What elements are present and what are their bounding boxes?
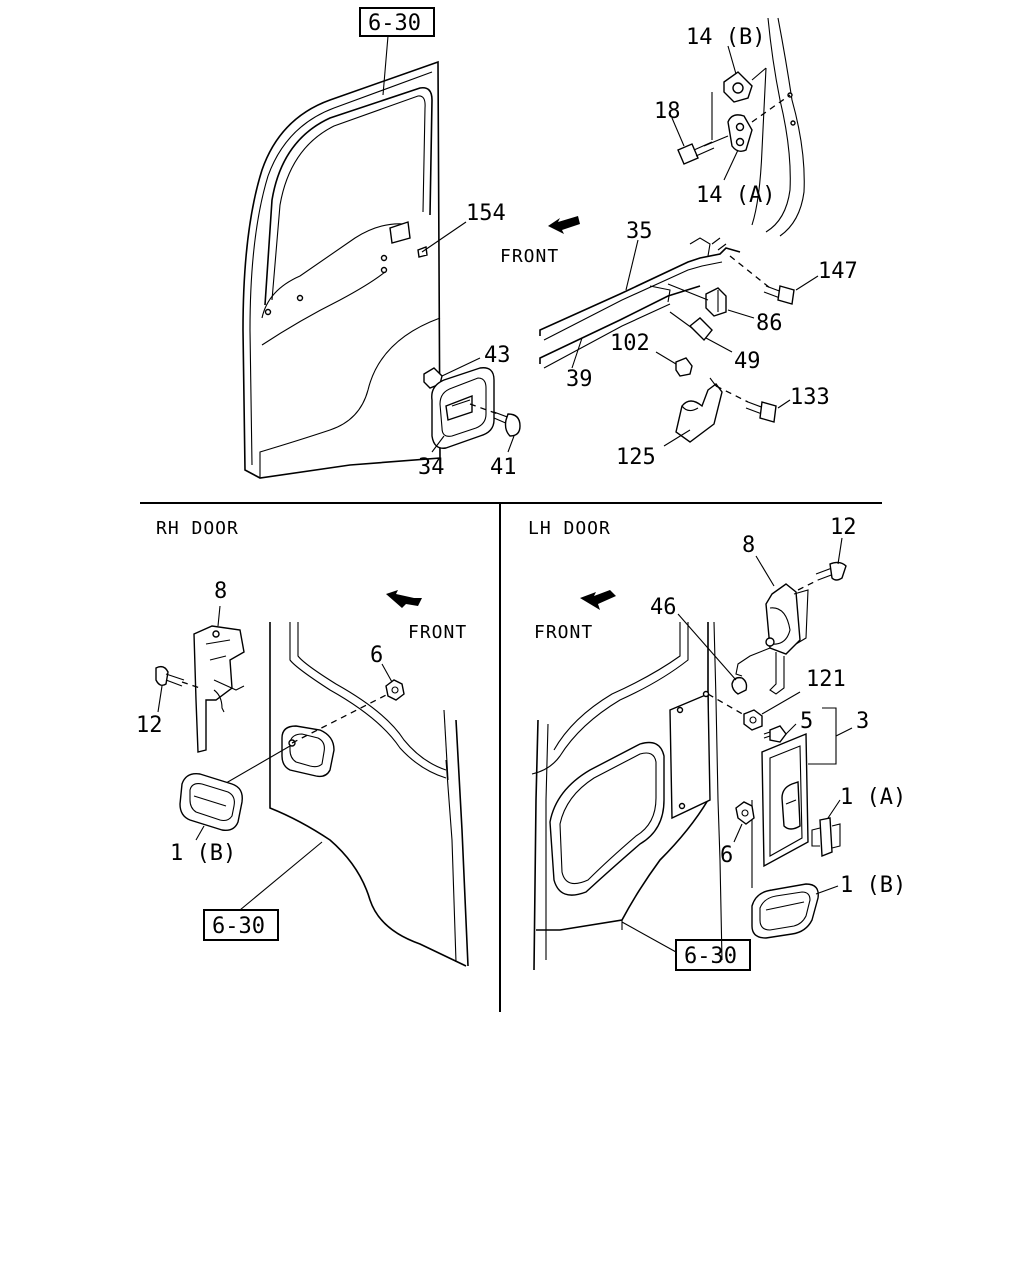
part-label-125: 125	[616, 445, 656, 470]
bolt-18	[677, 135, 729, 165]
svg-text:6-30: 6-30	[684, 944, 737, 969]
plate-14a	[727, 94, 791, 153]
part-label-102: 102	[610, 331, 650, 356]
part-label-133: 133	[790, 385, 830, 410]
door-panel-top	[242, 60, 441, 479]
part-label-5: 5	[800, 709, 813, 734]
handle-1a	[811, 817, 841, 858]
section-label-lh-door: LH DOOR	[528, 518, 611, 539]
clip-46	[731, 676, 748, 695]
part-label-1b-rh: 1 (B)	[170, 841, 236, 866]
section-label-rh-door: RH DOOR	[156, 518, 239, 539]
latch-8-lh	[735, 583, 809, 695]
nut-6-rh	[385, 679, 405, 701]
part-label-6-rh: 6	[370, 643, 383, 668]
latch-8-rh	[193, 625, 245, 753]
svg-text:FRONT: FRONT	[500, 246, 559, 267]
escutcheon-3	[751, 732, 809, 888]
svg-text:FRONT: FRONT	[408, 622, 467, 643]
part-label-49: 49	[734, 349, 761, 374]
handle-1b-lh	[751, 883, 819, 939]
part-label-1b-lh: 1 (B)	[840, 873, 906, 898]
part-label-14b: 14 (B)	[686, 25, 765, 50]
svg-text:6-30: 6-30	[212, 914, 265, 939]
screw-12-rh	[155, 665, 201, 689]
part-label-46: 46	[650, 595, 677, 620]
part-label-121: 121	[806, 667, 846, 692]
part-label-12-rh: 12	[136, 713, 163, 738]
bolt-5	[763, 725, 787, 743]
part-label-35: 35	[626, 219, 653, 244]
ref-box-rh: 6-30	[203, 841, 323, 941]
handle-bezel-34	[431, 367, 495, 449]
part-label-154: 154	[466, 201, 506, 226]
striker-14b	[711, 67, 767, 140]
part-label-41: 41	[490, 455, 517, 480]
front-arrow-lh: FRONT	[534, 590, 616, 643]
part-label-8-lh: 8	[742, 533, 755, 558]
part-label-39: 39	[566, 367, 593, 392]
part-label-12-lh: 12	[830, 515, 857, 540]
front-arrow-rh: FRONT	[386, 590, 467, 643]
part-label-86: 86	[756, 311, 783, 336]
handle-1b-rh	[179, 773, 243, 832]
part-label-18: 18	[654, 99, 681, 124]
bolt-147	[763, 285, 795, 305]
svg-text:6-30: 6-30	[368, 11, 421, 36]
part-label-147: 147	[818, 259, 858, 284]
bracket-3-leader	[808, 707, 853, 765]
door-panel-lh	[531, 621, 723, 971]
door-pillar-top	[751, 17, 805, 237]
ref-box-top: 6-30	[359, 7, 435, 96]
part-label-1a: 1 (A)	[840, 785, 906, 810]
part-label-8-rh: 8	[214, 579, 227, 604]
nut-102	[675, 357, 693, 377]
bolt-133	[715, 385, 777, 423]
part-label-14a: 14 (A)	[696, 183, 775, 208]
part-label-34: 34	[418, 455, 445, 480]
part-label-43: 43	[484, 343, 511, 368]
front-arrow-top: FRONT	[500, 216, 580, 267]
bracket-125	[675, 377, 723, 443]
door-panel-rh	[269, 622, 469, 967]
screw-12-lh	[797, 561, 847, 591]
clip-86	[667, 283, 727, 317]
clip-49	[669, 311, 713, 342]
screw-41	[469, 403, 521, 437]
part-label-6-lh: 6	[720, 843, 733, 868]
collar-121	[707, 693, 763, 731]
nut-6-lh	[735, 801, 755, 825]
rods-35-39	[539, 237, 771, 369]
part-label-3: 3	[856, 709, 869, 734]
ref-box-lh: 6-30	[621, 921, 751, 971]
svg-text:FRONT: FRONT	[534, 622, 593, 643]
